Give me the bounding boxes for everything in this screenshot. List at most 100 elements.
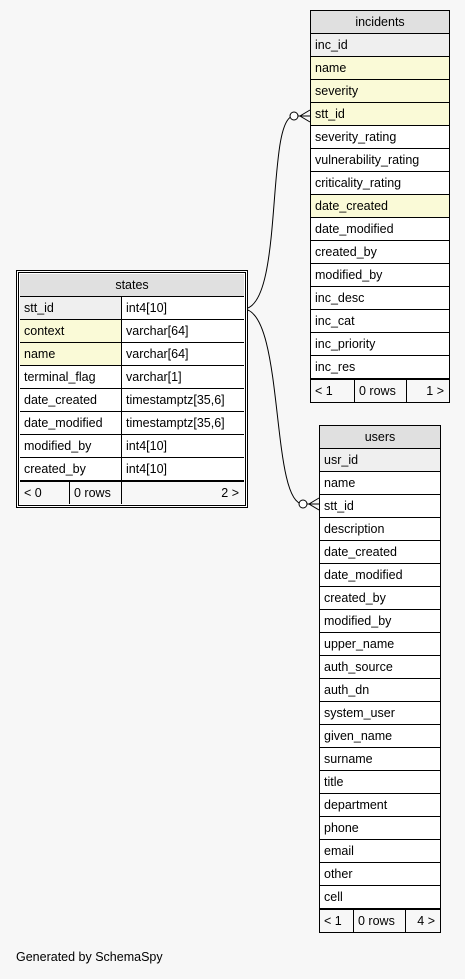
column-type: int4[10] (126, 301, 168, 315)
column-name: stt_id (311, 103, 449, 125)
column-name: auth_source (324, 660, 393, 674)
column-row[interactable]: title (320, 771, 440, 794)
relationship-states-users (242, 308, 319, 505)
column-type: int4[10] (126, 462, 168, 476)
zero-cardinality-marker (289, 111, 299, 121)
column-row[interactable]: auth_source (320, 656, 440, 679)
column-type: varchar[1] (126, 370, 182, 384)
column-name: email (324, 844, 354, 858)
column-row[interactable]: criticality_rating (311, 172, 449, 195)
column-name: cell (324, 890, 343, 904)
column-name: severity (311, 80, 449, 102)
column-type: varchar[64] (126, 347, 189, 361)
column-row[interactable]: stt_id (311, 103, 449, 126)
column-name: context (20, 320, 122, 342)
parents-count[interactable]: < 1 (320, 910, 354, 932)
column-type: timestamptz[35,6] (126, 416, 225, 430)
column-row[interactable]: created_by (311, 241, 449, 264)
column-name: criticality_rating (315, 176, 402, 190)
column-name: name (311, 57, 449, 79)
column-row[interactable]: stt_id int4[10] (20, 297, 244, 320)
column-row[interactable]: surname (320, 748, 440, 771)
table-title[interactable]: states (20, 274, 244, 297)
column-row[interactable]: name (320, 472, 440, 495)
table-footer: < 1 0 rows 4 > (320, 910, 440, 932)
column-name: stt_id (20, 297, 122, 319)
column-name: created_by (20, 458, 122, 480)
column-name: severity_rating (315, 130, 397, 144)
column-row[interactable]: department (320, 794, 440, 817)
column-row[interactable]: phone (320, 817, 440, 840)
column-row[interactable]: stt_id (320, 495, 440, 518)
column-name: given_name (324, 729, 393, 743)
column-name: auth_dn (324, 683, 370, 697)
column-name: inc_desc (315, 291, 365, 305)
column-name: description (324, 522, 385, 536)
column-name: name (324, 476, 356, 490)
relationship-states-incidents (242, 115, 310, 310)
zero-cardinality-marker (298, 499, 308, 509)
column-row[interactable]: severity_rating (311, 126, 449, 149)
column-row[interactable]: other (320, 863, 440, 886)
column-row[interactable]: date_created (311, 195, 449, 218)
column-row[interactable]: usr_id (320, 449, 440, 472)
column-row[interactable]: inc_desc (311, 287, 449, 310)
column-row[interactable]: email (320, 840, 440, 863)
column-row[interactable]: created_by (320, 587, 440, 610)
column-row[interactable]: system_user (320, 702, 440, 725)
column-name: inc_id (311, 34, 449, 56)
column-name: inc_cat (315, 314, 355, 328)
column-name: terminal_flag (20, 366, 122, 388)
parents-count[interactable]: < 0 (20, 482, 70, 504)
column-name: created_by (315, 245, 377, 259)
parents-count[interactable]: < 1 (311, 380, 355, 402)
column-row[interactable]: terminal_flag varchar[1] (20, 366, 244, 389)
column-row[interactable]: cell (320, 886, 440, 909)
column-row[interactable]: given_name (320, 725, 440, 748)
children-count[interactable]: 2 > (221, 486, 239, 500)
column-name: modified_by (315, 268, 383, 282)
column-row[interactable]: name (311, 57, 449, 80)
column-row[interactable]: auth_dn (320, 679, 440, 702)
column-name: title (324, 775, 344, 789)
column-row[interactable]: inc_id (311, 34, 449, 57)
column-row[interactable]: severity (311, 80, 449, 103)
column-name: created_by (324, 591, 386, 605)
column-row[interactable]: modified_by (311, 264, 449, 287)
column-row[interactable]: inc_priority (311, 333, 449, 356)
many-crowfoot-marker (299, 109, 311, 123)
column-name: modified_by (20, 435, 122, 457)
column-name: other (324, 867, 353, 881)
column-row[interactable]: date_modified (320, 564, 440, 587)
column-name: surname (324, 752, 373, 766)
column-name: date_modified (20, 412, 122, 434)
column-row[interactable]: date_modified timestamptz[35,6] (20, 412, 244, 435)
row-count: 0 rows (354, 910, 406, 932)
row-count: 0 rows (355, 380, 407, 402)
children-count[interactable]: 4 > (417, 914, 435, 928)
column-row[interactable]: modified_by (320, 610, 440, 633)
column-row[interactable]: created_by int4[10] (20, 458, 244, 481)
table-title[interactable]: incidents (311, 11, 449, 34)
column-row[interactable]: date_created (320, 541, 440, 564)
children-count[interactable]: 1 > (426, 384, 444, 398)
column-name: date_created (20, 389, 122, 411)
column-row[interactable]: vulnerability_rating (311, 149, 449, 172)
column-row[interactable]: inc_cat (311, 310, 449, 333)
column-name: stt_id (324, 499, 354, 513)
table-title[interactable]: users (320, 426, 440, 449)
column-name: vulnerability_rating (315, 153, 420, 167)
column-row[interactable]: date_modified (311, 218, 449, 241)
column-row[interactable]: inc_res (311, 356, 449, 379)
column-row[interactable]: description (320, 518, 440, 541)
column-row[interactable]: upper_name (320, 633, 440, 656)
column-name: date_created (311, 195, 449, 217)
